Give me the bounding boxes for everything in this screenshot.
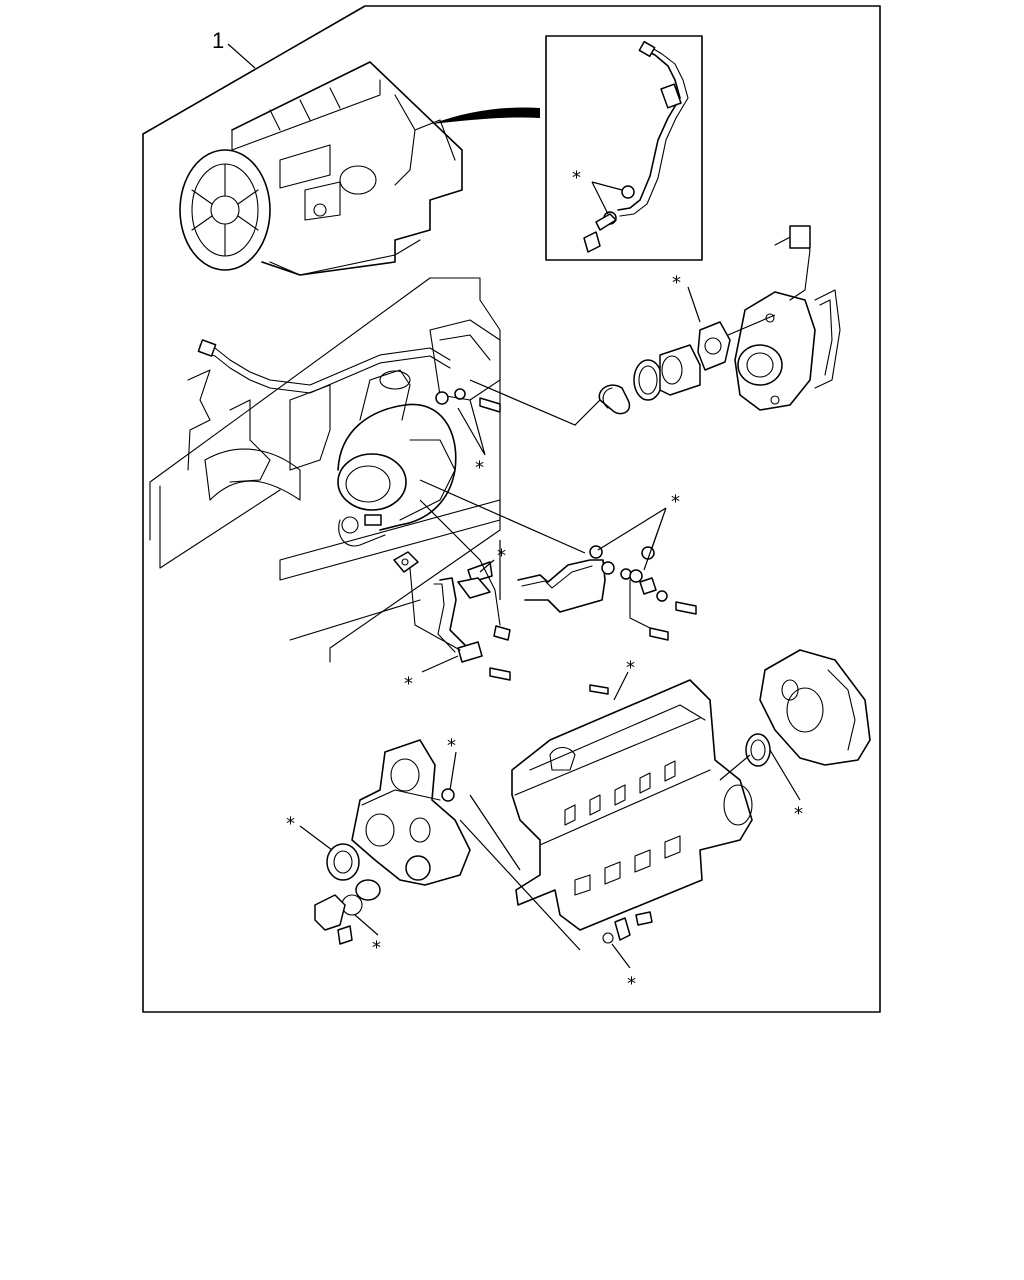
callout-leader <box>227 43 256 69</box>
service-mark: ⁎ <box>794 798 803 819</box>
service-mark: ⁎ <box>627 968 636 989</box>
service-mark: ⁎ <box>672 267 681 288</box>
inset-pointer <box>432 107 540 124</box>
service-mark: ⁎ <box>671 486 680 507</box>
turbo-drain-leader <box>419 499 501 600</box>
oil-drain-pipe-assembly: ⁎ ⁎ <box>393 540 511 689</box>
service-mark: ⁎ <box>286 808 295 829</box>
service-mark: ⁎ <box>497 540 506 561</box>
service-mark: ⁎ <box>626 652 635 673</box>
turbocharger: ⁎ <box>337 369 501 547</box>
cylinder-block: ⁎ <box>511 652 753 944</box>
service-mark: ⁎ <box>372 932 381 953</box>
oil-feed-pipe-assembly: ⁎ <box>517 486 697 641</box>
timing-gear-case: ⁎ ⁎ ⁎ ⁎ <box>286 730 636 989</box>
service-mark: ⁎ <box>475 452 484 473</box>
frame-border <box>142 5 881 1013</box>
turbo-to-pipe-leader <box>419 479 586 554</box>
item-callout-1: 1 <box>212 28 224 53</box>
water-outlet-housing <box>727 225 841 411</box>
service-mark: ⁎ <box>572 162 581 183</box>
oil-pipe-inset: ⁎ <box>545 35 703 261</box>
service-mark: ⁎ <box>404 668 413 689</box>
manifold-outline <box>149 277 501 663</box>
flywheel-housing: ⁎ <box>719 649 871 819</box>
egr-connection: ⁎ <box>598 267 731 415</box>
turbo-to-egr-leader <box>469 379 601 426</box>
engine-assembly <box>179 61 463 276</box>
service-mark: ⁎ <box>447 730 456 751</box>
